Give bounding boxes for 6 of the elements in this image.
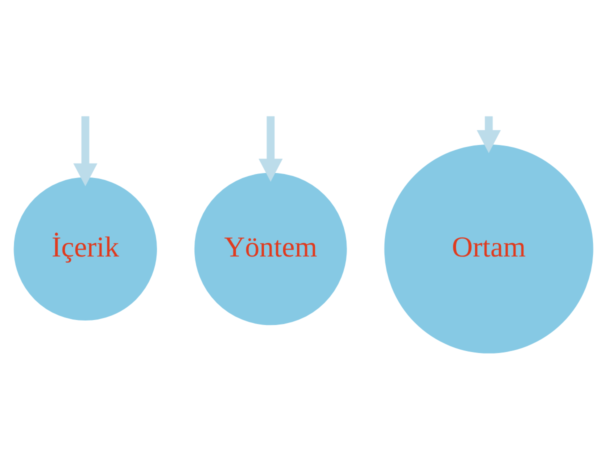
node-circle: Yöntem	[194, 172, 347, 326]
arrow	[258, 116, 283, 182]
node-circle: İçerik	[14, 177, 157, 321]
node-circle: Ortam	[384, 144, 594, 354]
arrow	[73, 116, 98, 186]
arrow	[476, 116, 501, 154]
